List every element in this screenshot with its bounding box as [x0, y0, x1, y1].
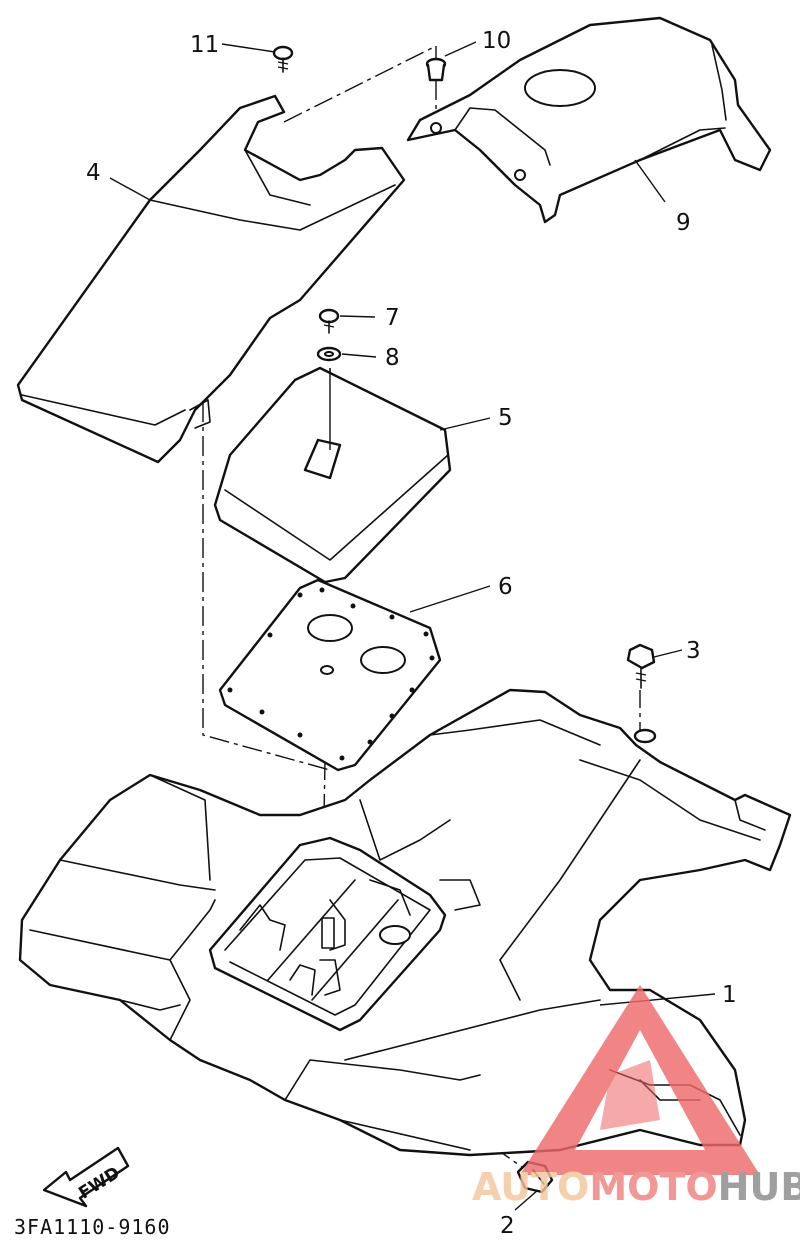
callout-5: 5 [498, 405, 513, 431]
part-7-screw [318, 308, 340, 334]
callout-7: 7 [385, 305, 400, 331]
part-6-gasket-plate [218, 578, 442, 772]
part-5-cover [213, 366, 452, 584]
part-11-screw [272, 45, 294, 73]
part-1-rear-fender [18, 688, 792, 1157]
callout-10: 10 [482, 28, 511, 54]
part-3-bolt [626, 643, 657, 744]
callout-6: 6 [498, 574, 513, 600]
watermark-text: AUTOMOTOHUB [472, 1165, 800, 1209]
part-10-grommet [425, 57, 447, 82]
drawing-code: 3FA1110-9160 [14, 1215, 171, 1239]
callout-2: 2 [500, 1213, 515, 1239]
callout-1: 1 [722, 982, 737, 1008]
part-9-rear-cover [406, 16, 772, 224]
callout-11: 11 [190, 32, 219, 58]
callout-8: 8 [385, 345, 400, 371]
part-8-washer [316, 346, 342, 362]
callout-leaders [109, 41, 716, 1211]
watermark-moto: MOTO [589, 1165, 717, 1209]
fwd-direction-arrow: FWD [42, 1146, 130, 1208]
autmotohub-watermark: AUTOMOTOHUB [472, 985, 800, 1209]
callout-4: 4 [86, 160, 101, 186]
callout-labels: 11 10 4 9 7 8 5 6 3 1 2 [86, 28, 737, 1239]
watermark-auto: AUTO [472, 1165, 589, 1209]
callout-9: 9 [676, 210, 691, 236]
part-4-fender-flap [16, 94, 406, 464]
watermark-triangle-logo [520, 985, 760, 1175]
watermark-hub: HUB [718, 1165, 800, 1209]
callout-3: 3 [686, 638, 701, 664]
